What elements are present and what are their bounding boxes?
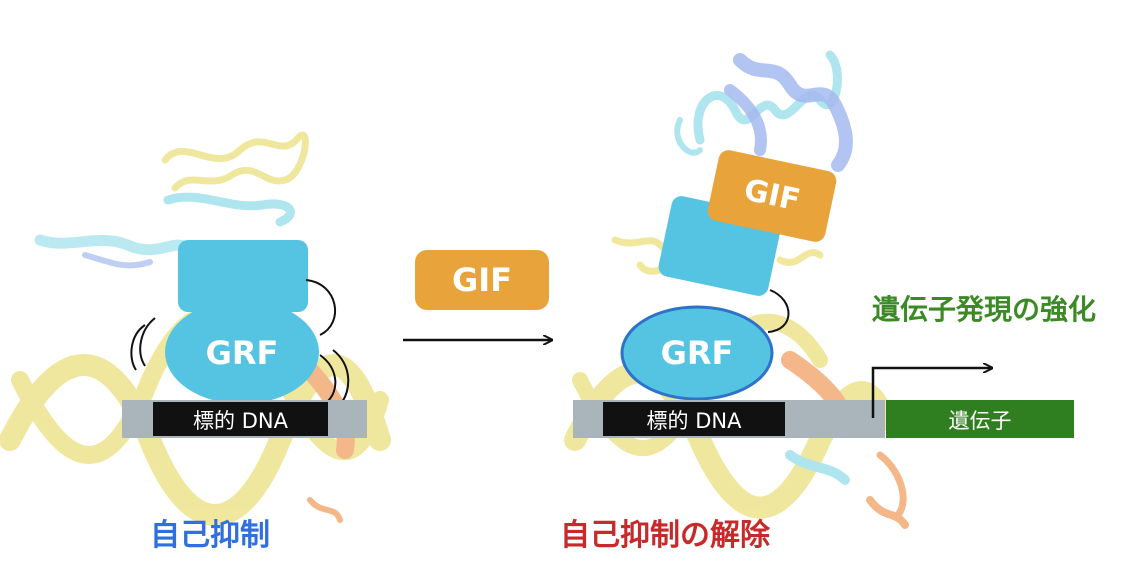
right-grf-label: GRF — [660, 334, 734, 372]
gene-label: 遺伝子 — [948, 409, 1012, 433]
vibration-marks-left — [130, 317, 156, 371]
left-target-dna-box — [153, 402, 328, 436]
free-gif-label: GIF — [451, 261, 513, 299]
right-target-dna-label: 標的 DNA — [646, 409, 742, 433]
expression-label: 遺伝子発現の強化 — [872, 293, 1097, 326]
free-gif-box — [415, 250, 549, 310]
gene-box — [886, 400, 1074, 438]
left-caption: 自己抑制 — [150, 518, 270, 553]
right-gif-box — [707, 150, 837, 242]
right-target-dna-box — [603, 402, 785, 436]
transcription-arrow — [871, 368, 992, 418]
left-linker — [305, 279, 336, 336]
left-grf-upper-block — [178, 240, 308, 312]
right-caption: 自己抑制の解除 — [560, 518, 770, 553]
left-grf-body — [165, 300, 319, 404]
right-linker — [767, 289, 790, 333]
left-target-dna-label: 標的 DNA — [193, 409, 288, 433]
left-grf-label: GRF — [205, 334, 279, 372]
right-grf-body — [620, 305, 774, 401]
left-protein-ribbon — [34, 131, 309, 269]
